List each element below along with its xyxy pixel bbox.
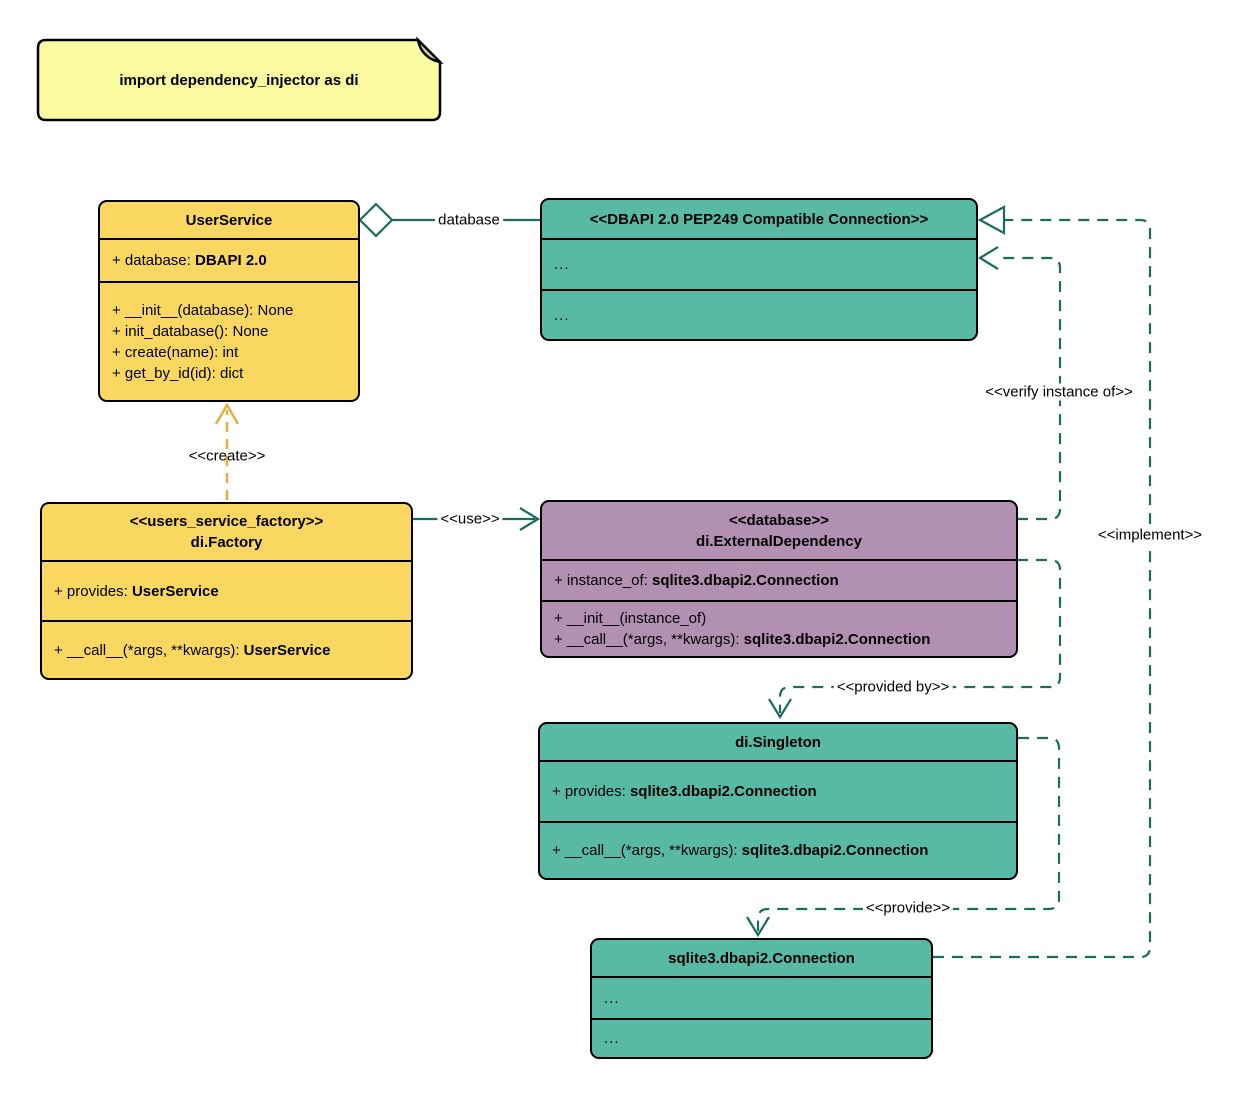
class-stereotype: <<database>> — [728, 511, 830, 529]
class-stereotype: <<users_service_factory>> — [129, 513, 324, 530]
edge-label-use: <<use>> — [437, 510, 503, 528]
class-title: UserService — [185, 211, 273, 229]
method-line: + __init__(database): None — [112, 301, 294, 319]
edge-provided-by — [768, 558, 1062, 720]
method-line: + __init__(instance_of) — [554, 610, 707, 627]
edge-line — [756, 736, 1061, 931]
edge-verify-instance-of — [977, 246, 1062, 521]
method-line: + create(name): int — [112, 343, 239, 361]
class-title: <<database>> di.ExternalDependency — [542, 502, 1016, 559]
method-line: + get_by_id(id): dict — [112, 364, 244, 382]
edge-provide — [746, 736, 1061, 938]
note-fold-icon — [416, 36, 444, 64]
class-methods: ... — [592, 1018, 931, 1057]
edge-label-provided-by: <<provided by>> — [833, 678, 953, 696]
class-title: <<DBAPI 2.0 PEP249 Compatible Connection… — [589, 210, 929, 228]
class-name: di.ExternalDependency — [696, 532, 862, 550]
class-attribute: + instance_of: sqlite3.dbapi2.Connection — [542, 559, 1016, 600]
edge-label-implement: <<implement>> — [1094, 526, 1206, 544]
class-attribute: + provides: UserService — [42, 560, 411, 620]
edge-line — [933, 218, 1152, 959]
note-body — [36, 38, 442, 122]
class-attribute: ... — [542, 238, 976, 289]
class-sqlite3-connection: sqlite3.dbapi2.Connection ... ... — [590, 938, 933, 1059]
class-di-externaldependency: <<database>> di.ExternalDependency + ins… — [540, 500, 1018, 658]
class-dbapi-connection: <<DBAPI 2.0 PEP249 Compatible Connection… — [540, 198, 978, 341]
method-name: + __call__(*args, **kwargs): — [552, 842, 742, 859]
edge-line — [778, 558, 1062, 713]
edge-label-provide: <<provide>> — [862, 899, 954, 917]
method-return-type: UserService — [243, 641, 331, 659]
arrowhead-open-right-icon — [519, 507, 541, 531]
arrowhead-open-down-icon — [768, 698, 792, 720]
edge-create — [214, 402, 240, 500]
attribute-type: UserService — [131, 582, 219, 600]
class-methods: + __init__(database): None + init_databa… — [100, 281, 358, 400]
attribute-type: DBAPI 2.0 — [194, 252, 267, 269]
class-di-factory: <<users_service_factory>> di.Factory + p… — [40, 502, 413, 680]
class-methods: + __call__(*args, **kwargs): UserService — [42, 620, 411, 678]
attribute-type: sqlite3.dbapi2.Connection — [651, 572, 839, 589]
attribute-name: + database: — [112, 252, 195, 269]
attribute-type: sqlite3.dbapi2.Connection — [629, 783, 817, 800]
method-name: + __call__(*args, **kwargs): — [54, 641, 244, 659]
class-attribute: ... — [592, 976, 931, 1018]
attribute-name: + provides: — [552, 783, 630, 800]
class-methods: + __init__(instance_of) + __call__(*args… — [542, 600, 1016, 656]
edge-label-verify-instance-of: <<verify instance of>> — [982, 383, 1136, 401]
class-methods: ... — [542, 289, 976, 339]
method-return-type: sqlite3.dbapi2.Connection — [743, 631, 931, 648]
edge-label-database: database — [435, 211, 503, 229]
arrowhead-open-down-icon — [746, 916, 770, 938]
edge-label-create: <<create>> — [188, 447, 266, 465]
class-attribute: + database: DBAPI 2.0 — [100, 238, 358, 281]
class-title: sqlite3.dbapi2.Connection — [668, 949, 855, 967]
aggregation-diamond-icon — [358, 202, 394, 238]
arrowhead-open-up-icon — [214, 402, 240, 425]
arrowhead-open-left-icon — [977, 246, 999, 270]
class-name: di.Factory — [190, 534, 263, 551]
class-attribute: + provides: sqlite3.dbapi2.Connection — [540, 760, 1016, 821]
class-title: <<users_service_factory>> di.Factory — [42, 504, 411, 560]
arrowhead-hollow-triangle-icon — [977, 205, 1006, 235]
edge-implement — [933, 205, 1152, 959]
note-text: import dependency_injector as di — [119, 71, 359, 89]
method-name: + __call__(*args, **kwargs): — [554, 631, 744, 648]
note — [36, 36, 444, 122]
class-userservice: UserService + database: DBAPI 2.0 + __in… — [98, 200, 360, 402]
method-return-type: sqlite3.dbapi2.Connection — [741, 842, 929, 859]
method-line: + init_database(): None — [112, 322, 269, 340]
attribute-name: + instance_of: — [554, 572, 652, 589]
class-title: di.Singleton — [735, 733, 821, 751]
class-di-singleton: di.Singleton + provides: sqlite3.dbapi2.… — [538, 722, 1018, 880]
attribute-name: + provides: — [54, 582, 132, 600]
class-methods: + __call__(*args, **kwargs): sqlite3.dba… — [540, 821, 1016, 878]
